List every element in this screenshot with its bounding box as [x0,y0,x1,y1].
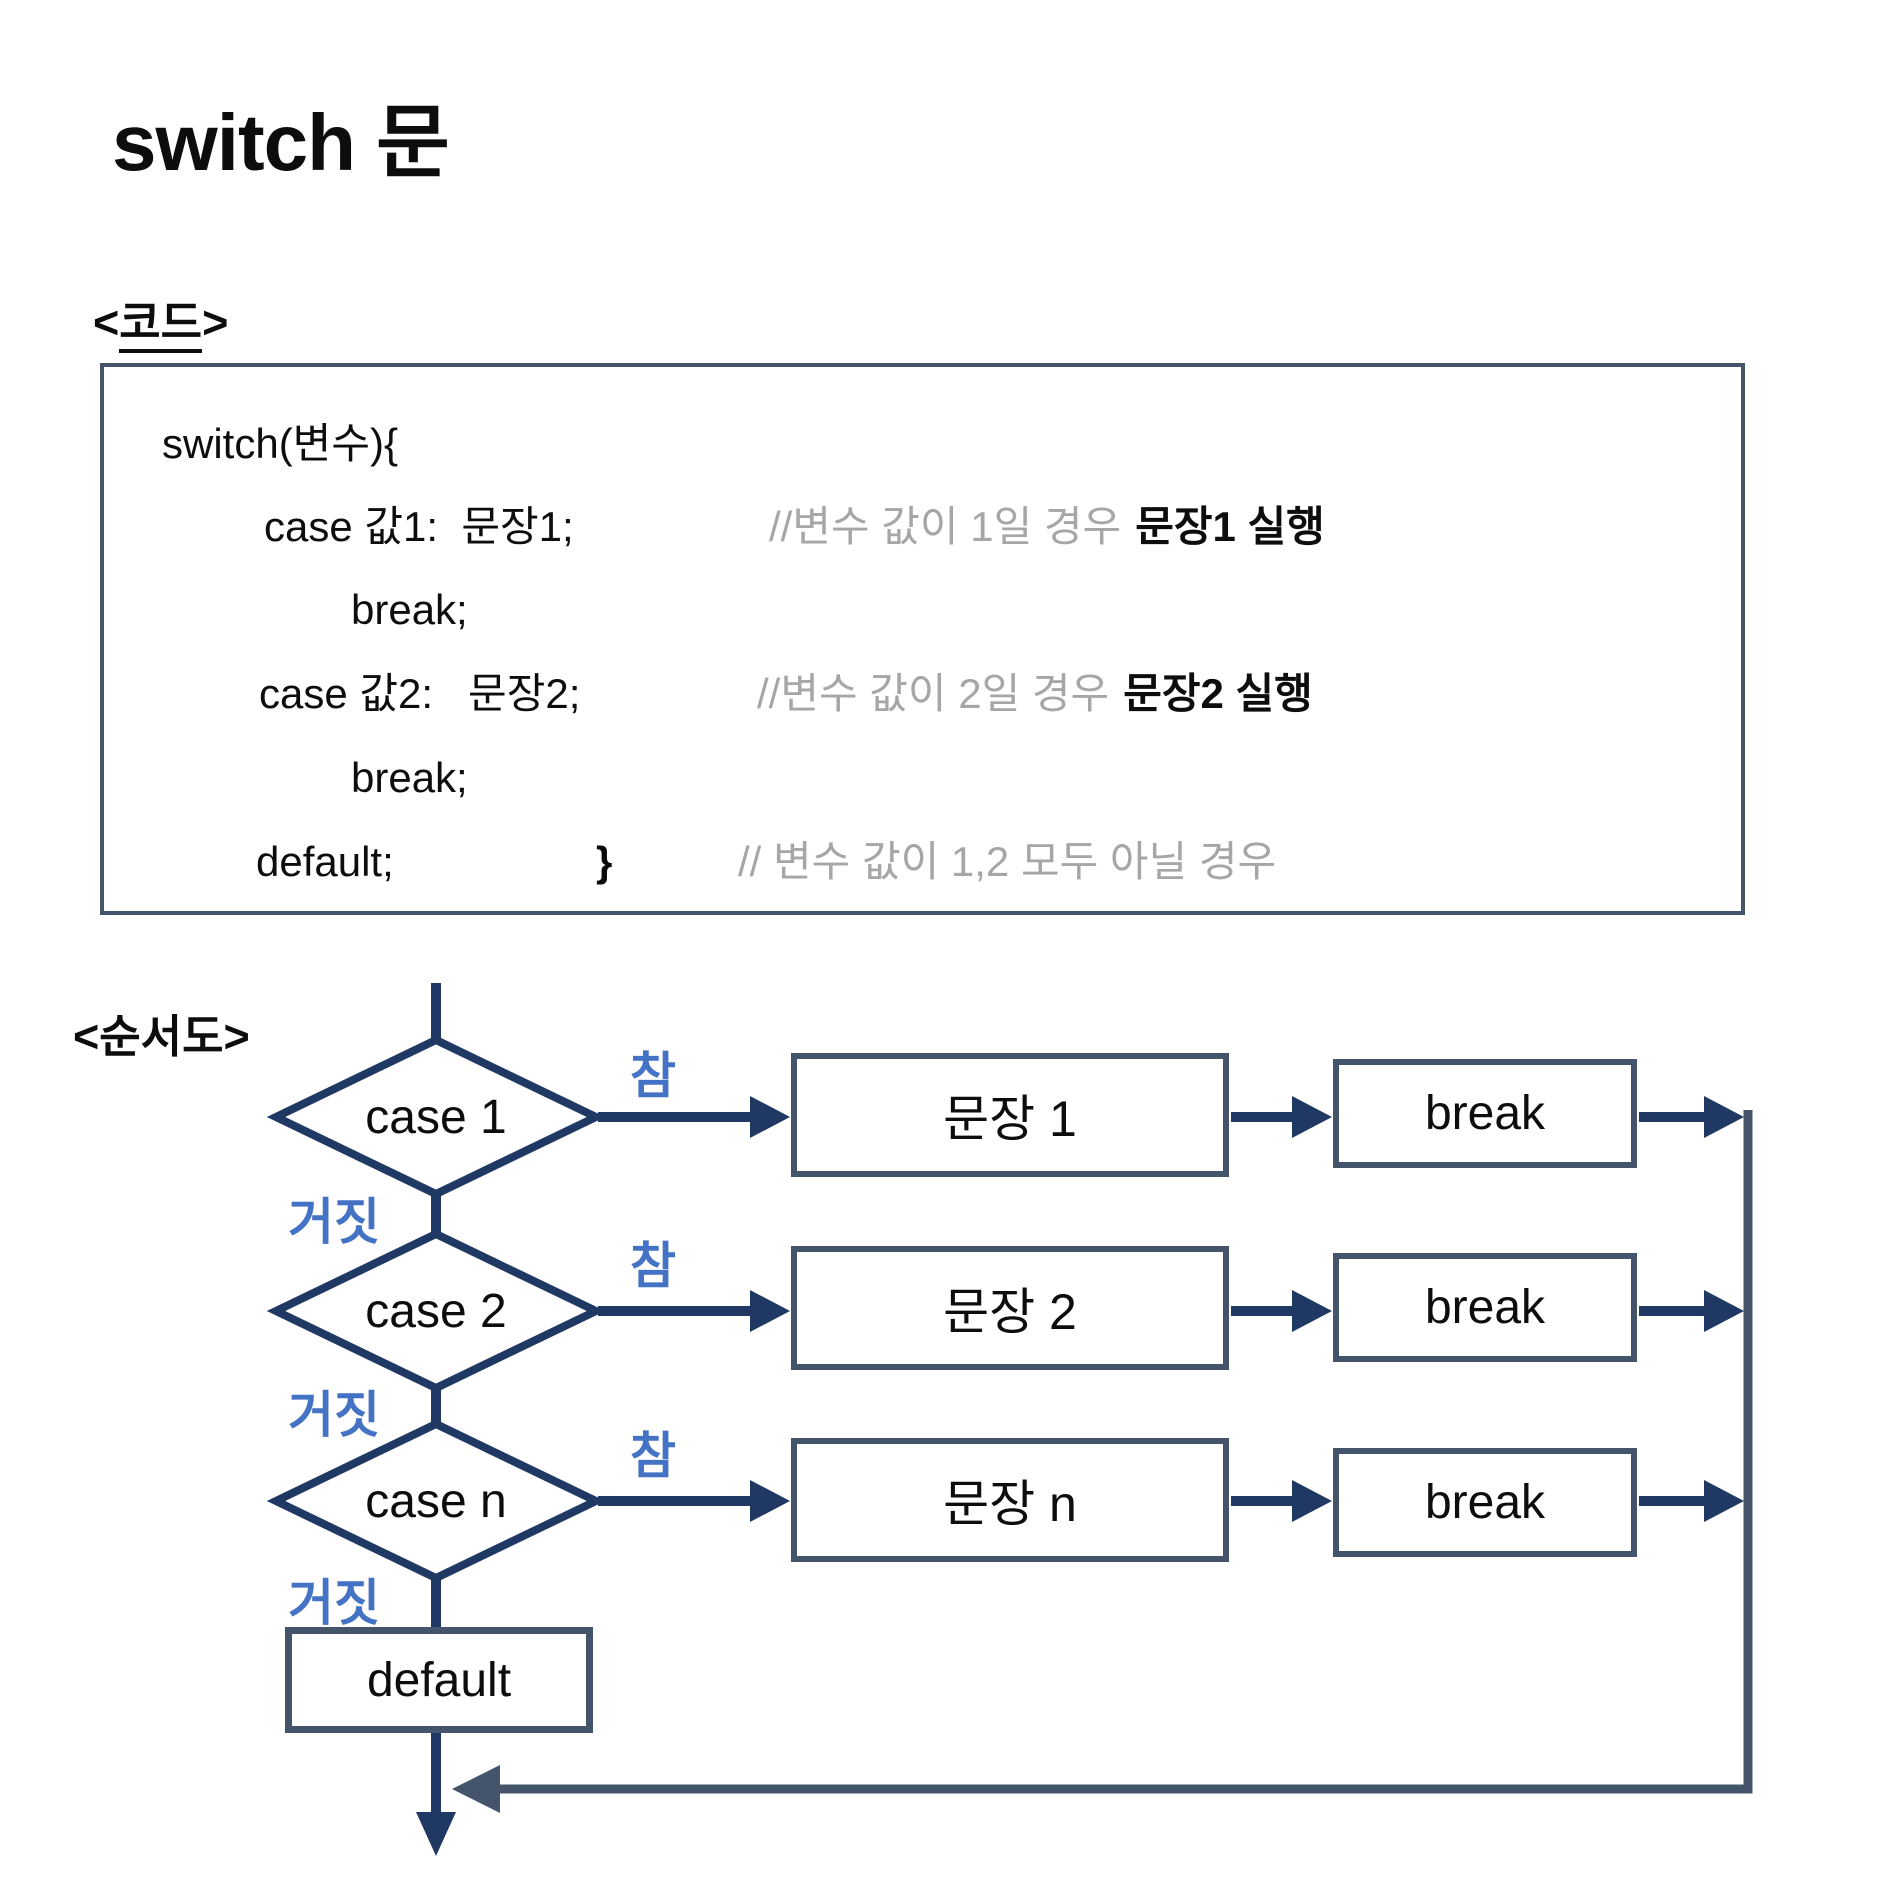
break-exit-arrowhead-2 [1704,1290,1744,1332]
angle-open: < [73,1011,100,1062]
code-line-default: default; [256,838,394,885]
flow-label-text: 순서도 [99,1011,224,1062]
code-line-switch: switch(변수){ [162,420,398,467]
diamond-label-casen: case n [365,1475,507,1528]
true-arrowhead-3 [750,1480,790,1522]
default-box: default [285,1627,593,1733]
statement-box-2: 문장 2 [791,1246,1229,1370]
comment-gray-text: // 변수 값이 1,2 모두 아닐 경우 [738,838,1277,885]
code-line-case2: case 값2: 문장2; [259,670,581,717]
code-comment-case2: //변수 값이 2일 경우 문장2 실행 [757,669,1313,719]
true-label-2: 참 [630,1238,676,1294]
break-box-n: break [1333,1448,1637,1557]
page-title: switch 문 [112,98,450,187]
stmt-break-arrowhead-3 [1292,1480,1332,1522]
break-exit-arrowhead-3 [1704,1480,1744,1522]
decision-diamond-casen [266,1419,606,1583]
code-line-break2: break; [351,754,468,801]
comment-exec-text: 문장1 실행 [1135,503,1325,550]
angle-open: < [93,297,120,348]
decision-diamond-case2 [266,1229,606,1393]
stmt-break-arrowhead-2 [1292,1290,1332,1332]
default-exit-arrowhead [416,1812,456,1856]
flowchart-section-label: <순서도> [73,1000,250,1065]
closing-brace: } [596,838,613,885]
diamond-label-case2: case 2 [365,1285,507,1338]
statement-box-n: 문장 n [791,1438,1229,1562]
statement-box-1: 문장 1 [791,1053,1229,1177]
decision-diamond-case1 [266,1035,606,1199]
comment-gray-text: //변수 값이 1일 경우 [769,503,1122,550]
false-label-3: 거짓 [288,1575,380,1631]
break-exit-arrowhead-1 [1704,1096,1744,1138]
break-box-2: break [1333,1253,1637,1362]
return-arrowhead [452,1765,500,1813]
false-label-2: 거짓 [288,1387,380,1443]
true-label-1: 참 [630,1048,676,1104]
code-line-case1: case 값1: 문장1; [264,503,574,550]
true-label-3: 참 [630,1428,676,1484]
code-section-label: <코드> [93,286,229,353]
diamond-label-case1: case 1 [365,1091,507,1144]
angle-close: > [202,297,229,348]
code-comment-default: // 변수 값이 1,2 모두 아닐 경우 [738,837,1276,887]
stmt-break-arrowhead-1 [1292,1096,1332,1138]
return-rail-line [498,1110,1753,1794]
break-box-1: break [1333,1059,1637,1168]
comment-exec-text: 문장2 실행 [1123,670,1313,717]
angle-close: > [223,1011,250,1062]
true-arrowhead-2 [750,1290,790,1332]
comment-gray-text: //변수 값이 2일 경우 [757,670,1110,717]
false-label-1: 거짓 [288,1194,380,1250]
code-comment-case1: //변수 값이 1일 경우 문장1 실행 [769,502,1325,552]
code-line-break1: break; [351,586,468,633]
true-arrowhead-1 [750,1096,790,1138]
code-label-text: 코드 [119,297,203,353]
